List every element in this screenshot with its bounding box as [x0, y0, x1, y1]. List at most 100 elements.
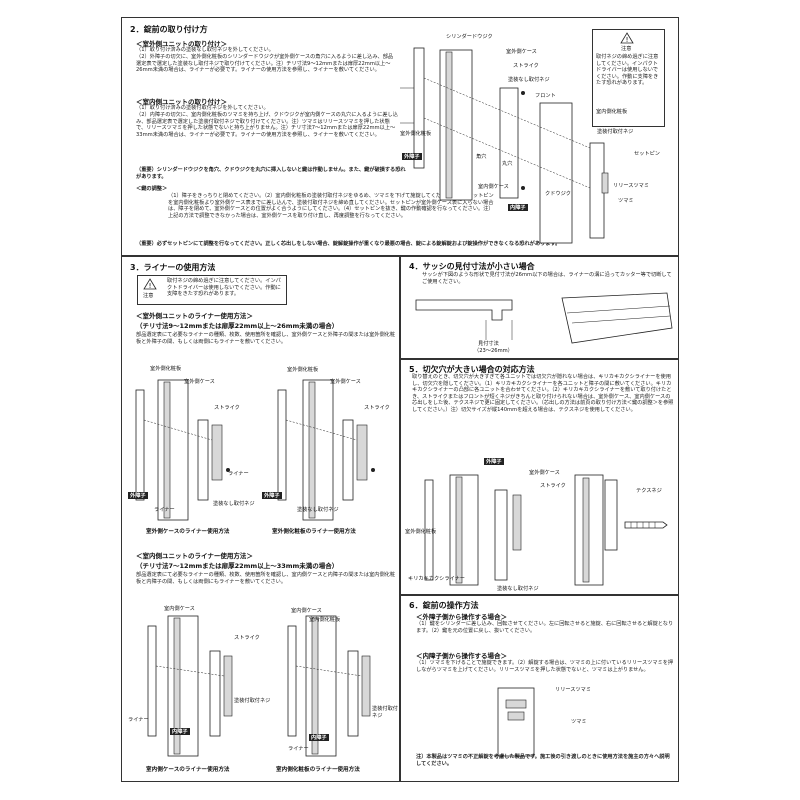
s3-outdoor-heading: ＜室外側ユニットのライナー使用方法＞ — [136, 312, 253, 320]
label-coated-screw-2: 塗装付取付ネジ — [372, 706, 398, 719]
caption-outdoor-case-liner: 室外側ケースのライナー使用方法 — [146, 529, 230, 535]
s2-exploded-diagram — [400, 47, 609, 244]
label-square-hole: 角穴 — [476, 154, 487, 160]
label-coated-screw: 塗装付取付ネジ — [597, 129, 634, 135]
label-liner: ライナー — [128, 717, 149, 723]
s2-adjust-heading: ＜鍵の調整＞ — [136, 186, 168, 192]
label-round-hole: 丸穴 — [502, 161, 513, 167]
label-outdoor-case: 室外側ケース — [506, 49, 537, 55]
label-kirikaki-liner: キリカキカクシライナー — [408, 576, 465, 582]
label-indoor-case: 室内側ケース — [164, 606, 195, 612]
caution-triangle-icon: ! — [143, 278, 157, 290]
s4-text: サッシが下図のような形状で見付寸法が26mm以下の場合は、ライナーの溝に沿ってカ… — [422, 272, 672, 285]
s4-sash-diagram — [415, 292, 673, 344]
tag-inner-door-2: 内障子 — [309, 734, 329, 741]
s6-inside-steps: （1）ツマミを下げることで施錠できます。（2）解錠する場合は、ツマミの上に付いて… — [416, 660, 674, 673]
tag-inner-door: 内障子 — [508, 204, 528, 211]
caption-indoor-plate-liner: 室内側化粧板のライナー使用方法 — [276, 767, 360, 773]
label-strike: ストライク — [513, 63, 539, 69]
s6-knob-diagram — [497, 687, 535, 757]
s2-adjust-steps: （1）障子をきっちりと閉めてください。（2）室内側化粧板の塗装付取付ネジをゆるめ… — [168, 193, 494, 219]
section-2 — [121, 17, 679, 256]
s3-outdoor-diagrams — [135, 379, 375, 521]
label-strike: ストライク — [234, 635, 260, 641]
label-release-knob: リリースツマミ — [555, 687, 592, 693]
label-outdoor-case-2: 室外側ケース — [330, 379, 361, 385]
caution-triangle-icon: ! — [620, 32, 634, 44]
label-outdoor-plate-2: 室外側化粧板 — [287, 367, 319, 373]
svg-text:!: ! — [626, 36, 629, 44]
tag-outer-door-2: 外障子 — [262, 492, 282, 499]
label-indoor-plate: 室内側化粧板 — [596, 109, 628, 115]
label-liner-2: ライナー — [228, 471, 249, 477]
s3-indoor-range: （チリ寸法7〜12mmまたは扉厚22mm以上〜33mm未満の場合） — [136, 562, 339, 570]
label-strike-2: ストライク — [364, 405, 390, 411]
label-release-knob: リリースツマミ — [613, 183, 650, 189]
label-tex-screw: テクスネジ — [636, 488, 662, 494]
section-5 — [400, 359, 679, 595]
s6-note: 注）本製品はツマミの不正解錠を考慮した製品です。施工後の引き渡しのときに使用方法… — [416, 754, 670, 767]
label-uncoated-screw: 塗装なし取付ネジ — [497, 586, 539, 592]
s2-outdoor-step-1: （1）取り付け済みの塗装なし取付ネジを外してください。 — [136, 47, 274, 53]
label-liner: ライナー — [154, 507, 175, 513]
s3-outdoor-range: （チリ寸法9〜12mmまたは扉厚22mm以上〜26mm未満の場合） — [136, 322, 339, 330]
label-knob: ツマミ — [618, 198, 634, 204]
s3-indoor-text: 部品選定表にて必要なライナーの種類、枚数、使用箇所を確認し、室内側ケースと内障子… — [136, 572, 396, 585]
label-outdoor-plate: 室外側化粧板 — [400, 131, 432, 137]
label-cylinder-sleeve: シリンダードウジク — [446, 34, 493, 40]
tag-outer-door: 外障子 — [484, 458, 504, 465]
label-coated-screw: 塗装付取付ネジ — [234, 698, 271, 704]
s3-indoor-diagrams — [147, 615, 371, 757]
s6-outside-steps: （1）鍵をシリンダーに差し込み、回転させてください。左に回転させると施錠、右に回… — [416, 621, 674, 634]
label-strike: ストライク — [540, 483, 566, 489]
label-set-pin: セットピン — [634, 151, 660, 157]
label-indoor-case-2: 室内側ケース — [291, 608, 322, 614]
label-outdoor-plate: 室外側化粧板 — [405, 529, 437, 535]
section-5-title: 5．切欠穴が大きい場合の対応方法 — [409, 365, 535, 374]
s2-caution-label: 注意 — [621, 46, 632, 52]
s3-caution-box — [137, 275, 287, 305]
s4-label-visible-width: 見付寸法 — [478, 341, 499, 347]
s3-outdoor-text: 部品選定表にて必要なライナーの種類、枚数、使用箇所を確認し、室外側ケースと外障子… — [136, 332, 396, 345]
label-outdoor-plate: 室外側化粧板 — [150, 366, 182, 372]
s6-outside-heading: ＜外障子側から操作する場合＞ — [416, 613, 507, 621]
label-uncoated-screw-2: 塗装なし取付ネジ — [297, 507, 339, 513]
label-liner-2: ライナー — [288, 746, 309, 752]
label-outdoor-case: 室外側ケース — [184, 379, 215, 385]
tag-outer-door: 外障子 — [128, 492, 148, 499]
s2-outdoor-step-2: （2）外障子の切欠に、室外側化粧板のシリンダードウジクが室外側ケースの角穴に入る… — [136, 54, 394, 74]
s2-outdoor-heading: ＜室外側ユニットの取り付け＞ — [136, 40, 227, 48]
label-uncoated-screw: 塗装なし取付ネジ — [508, 77, 550, 83]
label-strike: ストライク — [214, 405, 240, 411]
s5-text: 取り替えのとき、切欠穴が大きすぎて各ユニットでは切欠穴が隠れない場合は、キリカキ… — [412, 374, 674, 413]
s2-caution-box — [592, 29, 665, 127]
label-indoor-plate-2: 室内側化粧板 — [309, 617, 341, 623]
section-6 — [400, 595, 679, 782]
s4-label-width-range: （23〜26mm） — [474, 348, 513, 354]
s3-caution-label: 注意 — [143, 293, 154, 299]
section-4-title: 4．サッシの見付寸法が小さい場合 — [409, 262, 535, 271]
label-uncoated-screw: 塗装なし取付ネジ — [213, 501, 255, 507]
s2-important-note: （重要）シリンダードウジクを角穴、クドウジクを丸穴に挿入しないと鍵は作動しません… — [136, 167, 406, 180]
s3-caution-text: 取付ネジの締め過ぎに注意してください。インパクトドライバーは使用しないでください… — [167, 278, 281, 298]
section-3 — [121, 256, 400, 782]
svg-text:!: ! — [149, 282, 152, 290]
s2-indoor-heading: ＜室内側ユニットの取り付け＞ — [136, 98, 227, 106]
tag-outer-door: 外障子 — [402, 153, 422, 160]
section-2-title: 2．錠前の取り付け方 — [130, 25, 208, 34]
s3-indoor-heading: ＜室内側ユニットのライナー使用方法＞ — [136, 552, 253, 560]
s6-inside-heading: ＜内障子側から操作する場合＞ — [416, 652, 507, 660]
caption-indoor-case-liner: 室内側ケースのライナー使用方法 — [146, 767, 230, 773]
s2-indoor-step-2: （2）内障子の切欠に、室内側化粧板のツマミを持ち上げ、クドウジクが室内側ケースの… — [136, 112, 398, 138]
section-6-title: 6．錠前の操作方法 — [409, 601, 479, 610]
s2-indoor-step-1: （1）取り付け済みの塗装付取付ネジを外してください。 — [136, 105, 269, 111]
section-4 — [400, 256, 679, 359]
label-outdoor-case: 室外側ケース — [529, 470, 560, 476]
caption-outdoor-plate-liner: 室外側化粧板のライナー使用方法 — [272, 529, 356, 535]
label-knob-sleeve: クドウジク — [545, 191, 571, 197]
s2-caution-text: 取付ネジの締め過ぎに注意してください。インパクトドライバーは使用しないでください… — [596, 54, 659, 87]
s5-diagram — [424, 474, 668, 586]
s2-final-note: （重要）必ずセットピンにて調整を行なってください。正しく芯出しをしない場合、錠解… — [136, 241, 561, 247]
label-indoor-case: 室内側ケース — [478, 184, 509, 190]
